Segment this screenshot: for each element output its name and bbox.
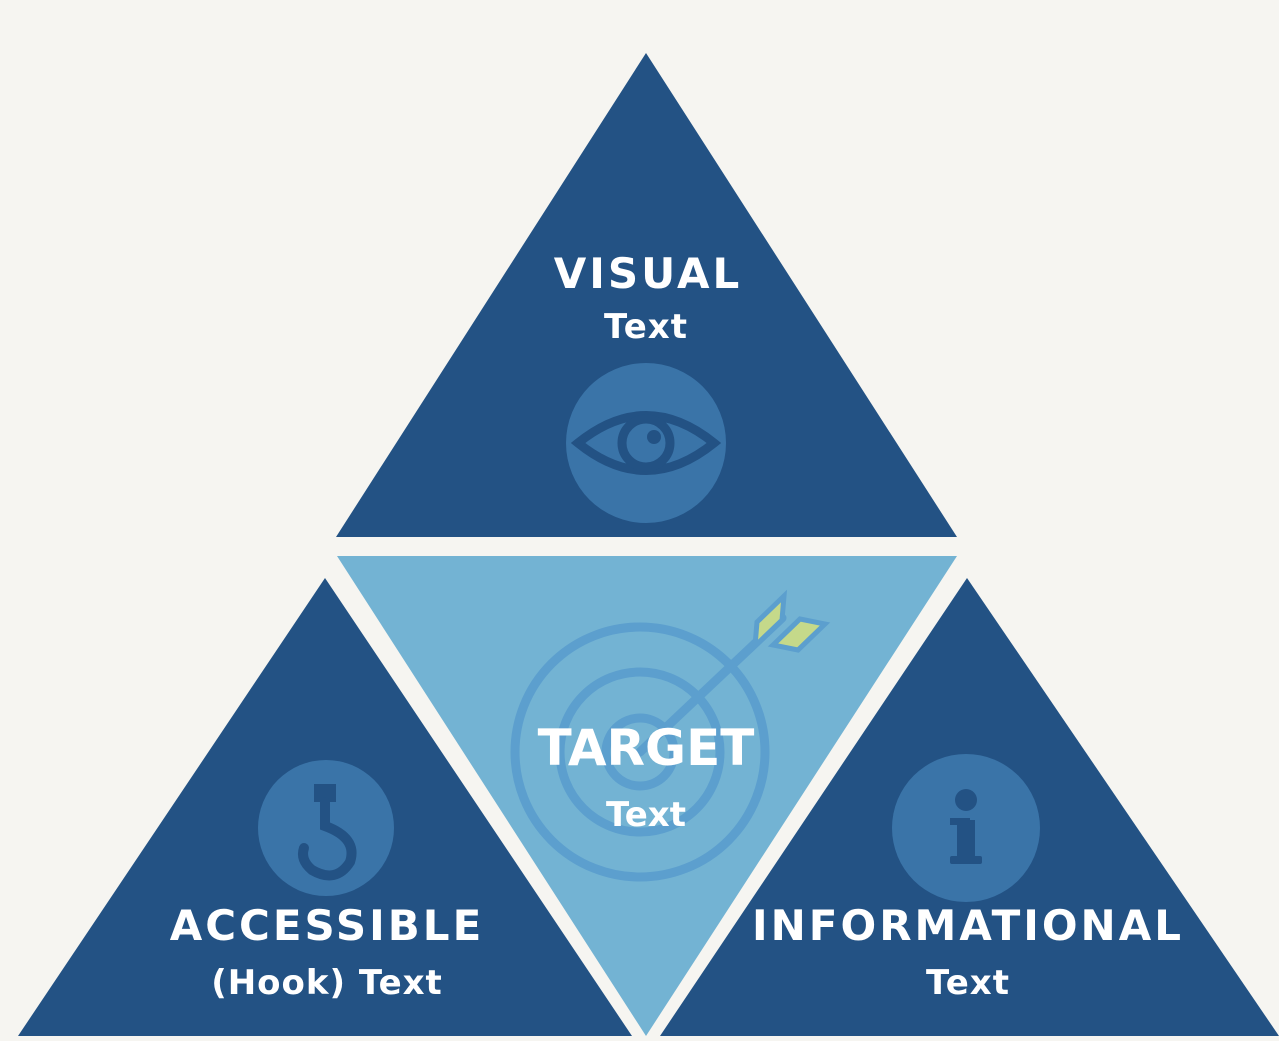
target-section: TARGET Text <box>337 556 957 1036</box>
visual-title: VISUAL <box>554 249 742 298</box>
informational-title: INFORMATIONAL <box>752 901 1184 950</box>
accessible-section: ACCESSIBLE (Hook) Text <box>18 578 632 1036</box>
visual-section: VISUAL Text <box>336 53 957 537</box>
target-subtitle: Text <box>606 795 686 835</box>
hook-icon <box>258 760 394 896</box>
visual-triangle <box>336 53 957 537</box>
accessible-title: ACCESSIBLE <box>170 901 485 950</box>
eye-icon <box>566 363 726 523</box>
informational-section: INFORMATIONAL Text <box>660 578 1279 1036</box>
target-triangle <box>337 556 957 1036</box>
informational-subtitle: Text <box>926 963 1010 1003</box>
accessible-subtitle: (Hook) Text <box>211 963 443 1003</box>
visual-subtitle: Text <box>604 307 688 347</box>
info-icon <box>892 754 1040 902</box>
target-title: TARGET <box>538 719 755 777</box>
target-arrow-icon <box>510 589 831 882</box>
